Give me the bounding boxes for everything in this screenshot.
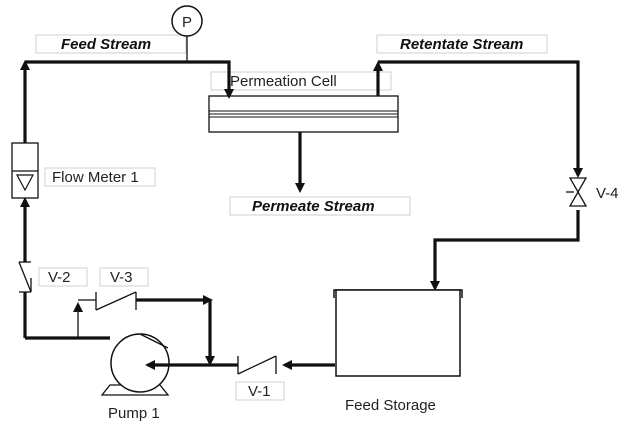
feed-stream-label: Feed Stream bbox=[35, 34, 187, 54]
pressure-gauge: P bbox=[171, 5, 203, 62]
flow-meter-label: Flow Meter 1 bbox=[52, 169, 139, 186]
valve-v4: V-4 bbox=[566, 177, 619, 207]
svg-text:Retentate Stream: Retentate Stream bbox=[400, 36, 523, 53]
pipe-retentate-top bbox=[378, 60, 583, 178]
svg-text:Permeate Stream: Permeate Stream bbox=[252, 198, 375, 215]
valve-v3-label: V-3 bbox=[110, 269, 133, 286]
valve-v2-label: V-2 bbox=[48, 269, 71, 286]
valve-v1: V-1 bbox=[235, 355, 285, 401]
pump-label: Pump 1 bbox=[108, 405, 160, 422]
valve-v3: V-3 bbox=[95, 267, 149, 311]
permeation-cell-label: Permeation Cell bbox=[230, 73, 337, 90]
valve-v2: V-2 bbox=[18, 261, 88, 293]
feed-storage-label: Feed Storage bbox=[345, 397, 436, 414]
retentate-stream-label: Retentate Stream bbox=[376, 34, 548, 54]
valve-v1-label: V-1 bbox=[248, 383, 271, 400]
flow-meter: Flow Meter 1 bbox=[11, 142, 156, 199]
pipe-retentate-return bbox=[430, 210, 580, 291]
permeate-stream-label: Permeate Stream bbox=[229, 196, 411, 216]
permeation-cell: Permeation Cell bbox=[208, 71, 399, 133]
feed-storage-tank: Feed Storage bbox=[333, 289, 463, 414]
svg-text:Feed Stream: Feed Stream bbox=[61, 36, 151, 53]
pipe-feed-top bbox=[25, 60, 234, 99]
pump: Pump 1 bbox=[100, 333, 170, 422]
pressure-gauge-label: P bbox=[182, 14, 192, 31]
valve-v4-label: V-4 bbox=[596, 185, 619, 202]
